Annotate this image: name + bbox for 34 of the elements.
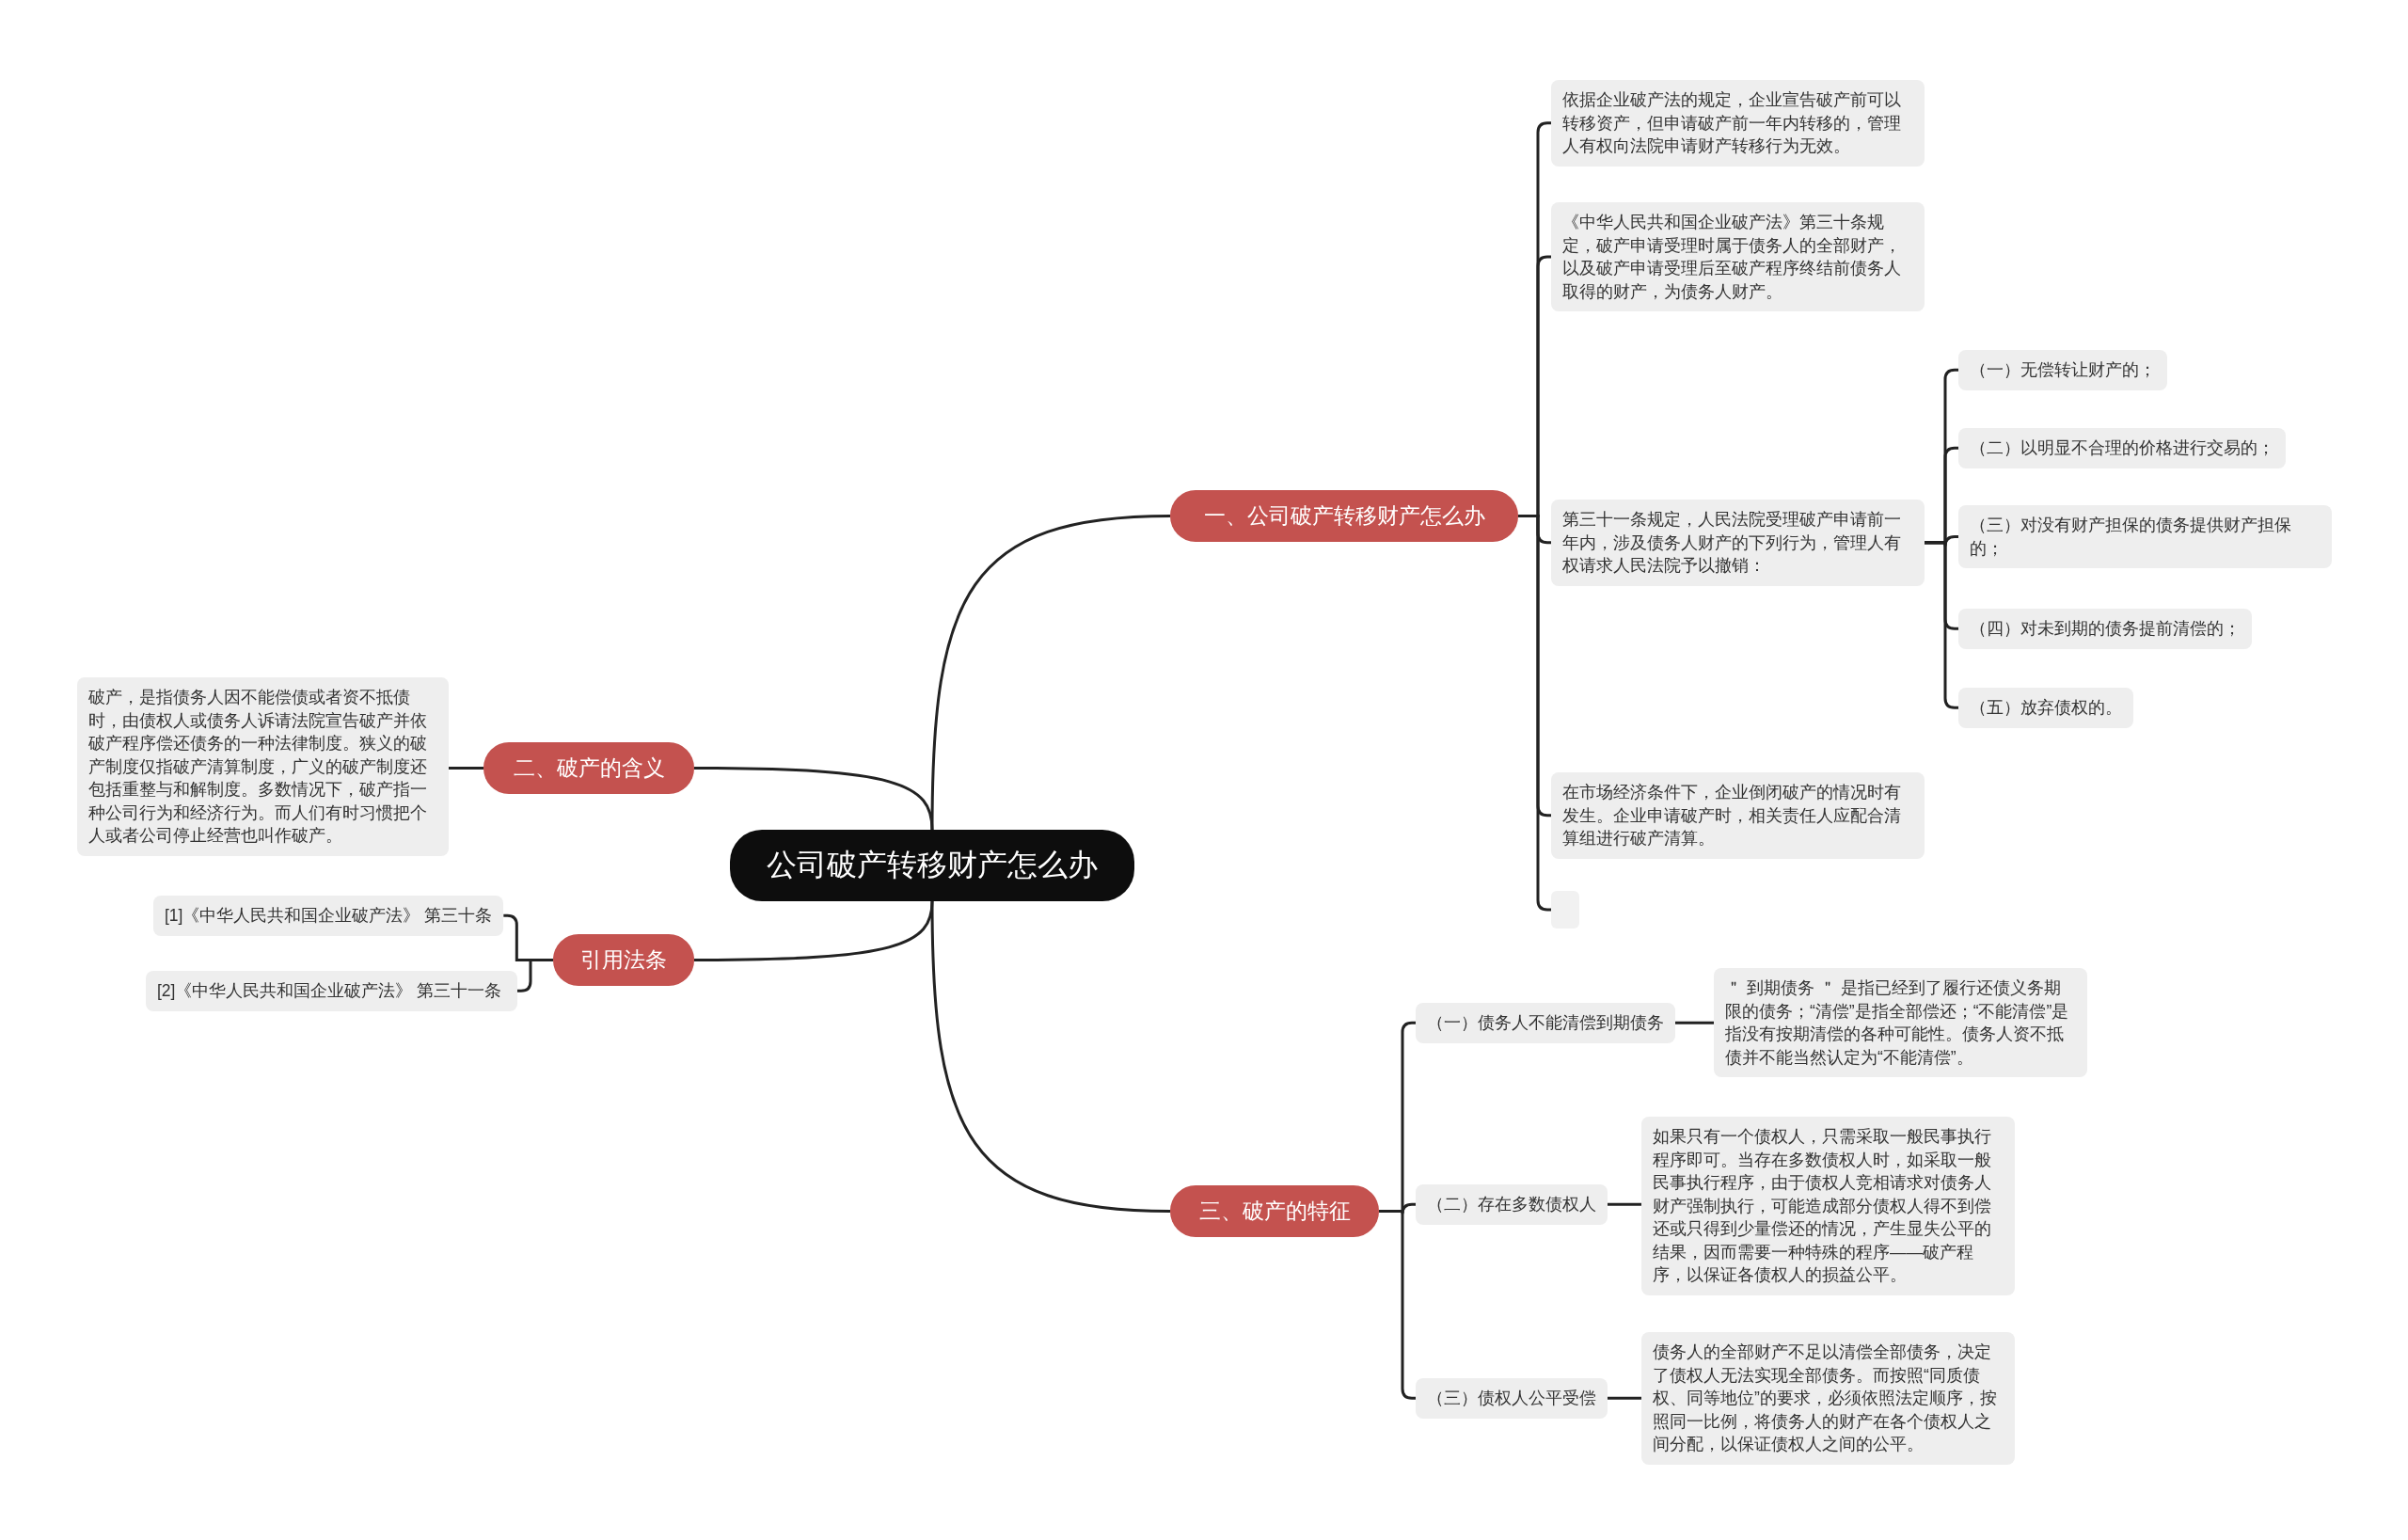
note-box: ＂ 到期债务 ＂ 是指已经到了履行还债义务期限的债务；“清偿”是指全部偿还；“不能清偿”是指没有按期清偿的各种可能性。债务人资不抵债并不能当然认定为“不能清偿”。	[1714, 968, 2087, 1077]
connector-line	[1675, 1021, 1714, 1024]
connector-line	[1608, 1202, 1641, 1206]
note-box: （三）对没有财产担保的债务提供财产担保的；	[1958, 505, 2332, 568]
connector-line	[517, 959, 553, 992]
note-box: （一）债务人不能清偿到期债务	[1416, 1003, 1675, 1043]
note-box: 在市场经济条件下，企业倒闭破产的情况时有发生。企业申请破产时，相关责任人应配合清算组进行破产清算。	[1551, 772, 1925, 859]
note-box: 破产，是指债务人因不能偿债或者资不抵债时，由债权人或债务人诉请法院宣告破产并依破产程序偿还债务的一种法律制度。狭义的破产制度仅指破产清算制度，广义的破产制度还包括重整与和解制度。多数情况下，破产指一种公司行为和经济行为。而人们有时习惯把个人或者公司停止经营也叫作破产。	[77, 677, 449, 856]
note-box: 第三十一条规定，人民法院受理破产申请前一年内，涉及债务人财产的下列行为，管理人有权请求人民法院予以撤销：	[1551, 500, 1925, 586]
note-box: （四）对未到期的债务提前清偿的；	[1958, 609, 2252, 649]
note-box: 如果只有一个债权人，只需采取一般民事执行程序即可。当存在多数债权人时，如采取一般民事执行程序，由于债权人竞相请求对债务人财产强制执行，可能造成部分债权人得不到偿还或只得到少量偿还的情况，产生显失公平的结果，因而需要一种特殊的程序——破产程序，以保证各债权人的损益公平。	[1641, 1117, 2015, 1295]
connector-line	[1608, 1396, 1641, 1400]
topic-pill: 引用法条	[553, 934, 694, 986]
connector-line	[694, 767, 934, 831]
note-box: （二）存在多数债权人	[1416, 1184, 1608, 1225]
note-box: [2]《中华人民共和国企业破产法》 第三十一条	[146, 971, 517, 1011]
note-box: 依据企业破产法的规定，企业宣告破产前可以转移资产，但申请破产前一年内转移的，管理人有权向法院申请财产转移行为无效。	[1551, 80, 1925, 167]
topic-pill: 三、破产的特征	[1170, 1185, 1379, 1237]
topic-pill: 一、公司破产转移财产怎么办	[1170, 490, 1518, 542]
note-box: 《中华人民共和国企业破产法》第三十条规定，破产申请受理时属于债务人的全部财产，以及破产申请受理后至破产程序终结前债务人取得的财产，为债务人财产。	[1551, 202, 1925, 311]
topic-pill: 二、破产的含义	[483, 742, 694, 794]
connector-line	[930, 900, 1171, 1213]
note-box: （三）债权人公平受偿	[1416, 1378, 1608, 1419]
note-box: （一）无偿转让财产的；	[1958, 350, 2167, 390]
note-box: （五）放弃债权的。	[1958, 688, 2133, 728]
connector-line	[1925, 541, 1958, 709]
note-box: 债务人的全部财产不足以清偿全部债务，决定了债权人无法实现全部债务。而按照“同质债权、同等地位”的要求，必须依照法定顺序，按照同一比例，将债务人的财产在各个债权人之间分配，以保证债权人之间的公平。	[1641, 1332, 2015, 1465]
central-topic: 公司破产转移财产怎么办	[730, 830, 1134, 901]
note-box: （二）以明显不合理的价格进行交易的；	[1958, 428, 2286, 468]
empty-box	[1551, 891, 1579, 929]
connector-line	[1518, 515, 1551, 912]
connector-line	[694, 900, 934, 961]
connector-line	[449, 767, 483, 770]
note-box: [1]《中华人民共和国企业破产法》 第三十条	[153, 896, 504, 936]
